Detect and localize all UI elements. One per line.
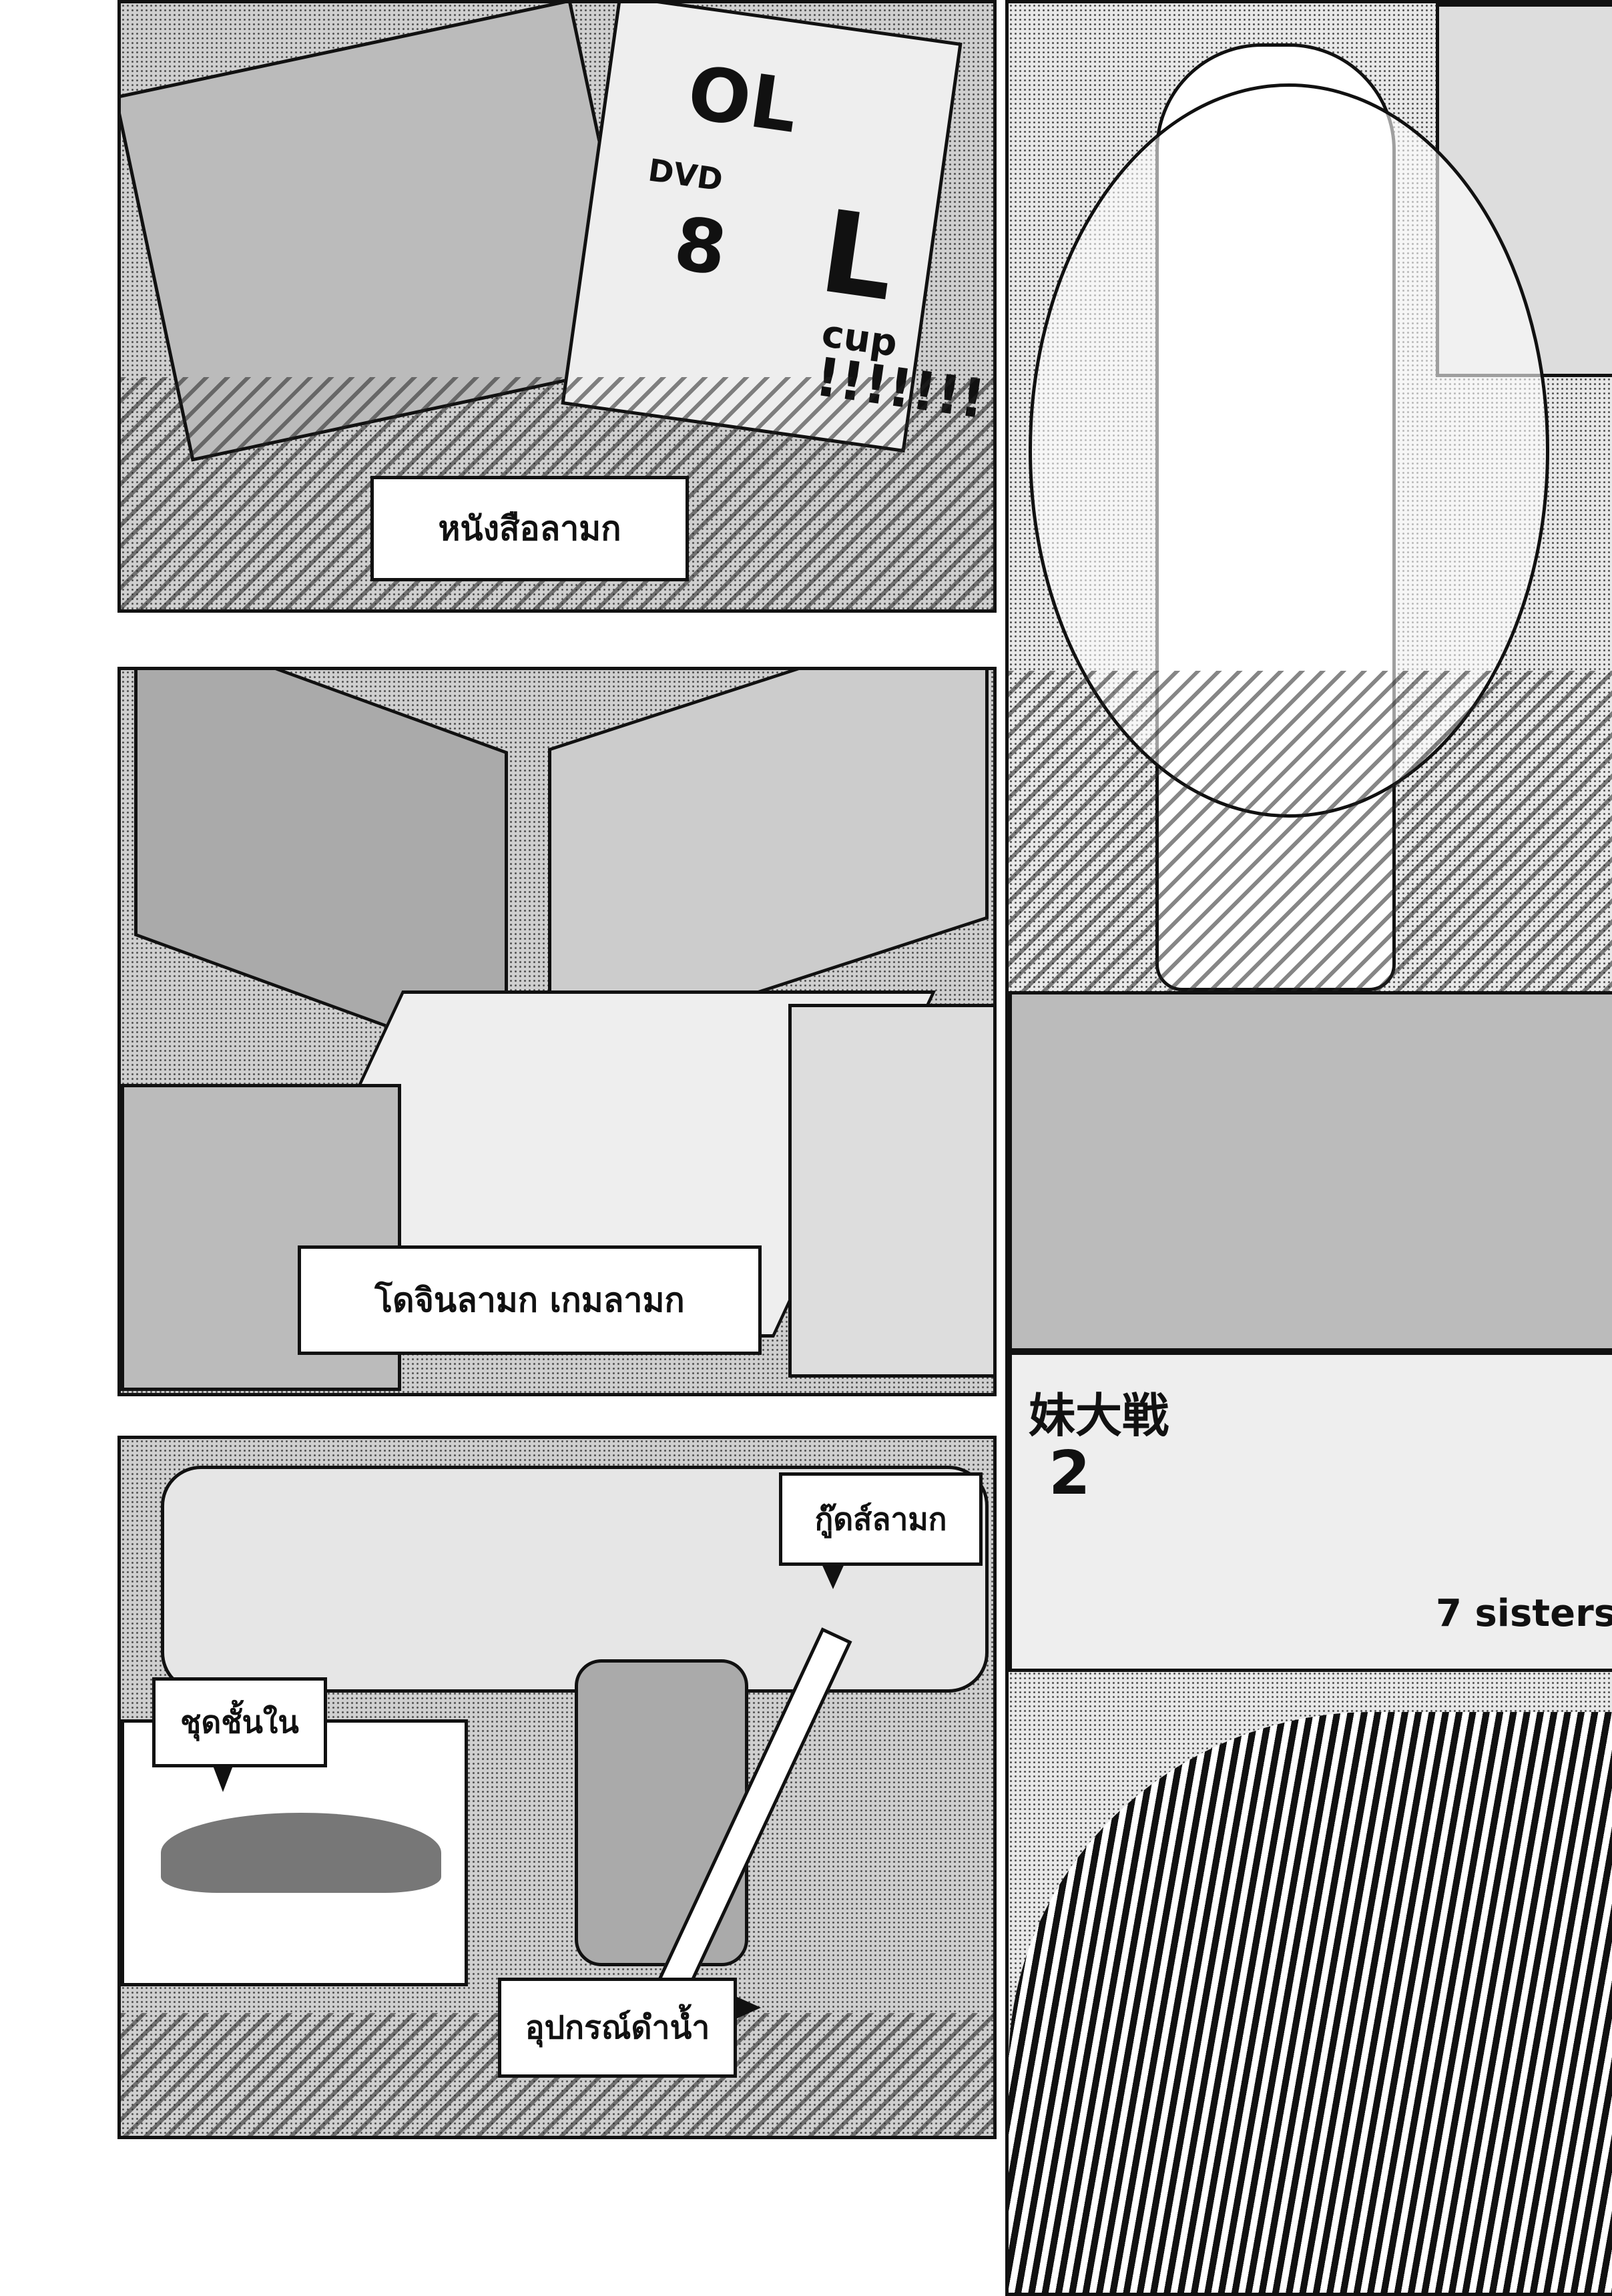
speech-bubble-diving-gear: อุปกรณ์ดำน้ำ bbox=[498, 1978, 737, 2078]
hair-foreground bbox=[1009, 1712, 1612, 2293]
art-imouto-taisen: 妹大戦 bbox=[1029, 1388, 1169, 1443]
snorkel-mask bbox=[575, 1659, 748, 1966]
underwear bbox=[161, 1813, 441, 1893]
art-seven-sisters: 7 sisters bbox=[1436, 1592, 1612, 1635]
speech-bubble-underwear: ชุดชั้นใน bbox=[152, 1677, 327, 1767]
game-boxes bbox=[1009, 991, 1612, 1352]
game-box-angel bbox=[788, 1004, 993, 1378]
floor bbox=[1009, 671, 1612, 991]
bubble-tail-diving-gear bbox=[734, 1996, 761, 2020]
game-spines bbox=[1009, 1352, 1612, 1672]
bubble-tail-goods bbox=[821, 1562, 845, 1589]
caption-books: หนังสือลามก bbox=[370, 476, 689, 581]
panel-books: OL DVD 8 L cup !!!!!!! bbox=[117, 0, 997, 613]
caption-doujin-games: โดจินลามก เกมลามก bbox=[298, 1245, 762, 1355]
panel-angel-room: 妹大戦 2 7 sisters bbox=[1005, 0, 1612, 2296]
art-ol: OL bbox=[682, 49, 803, 150]
bubble-tail-underwear bbox=[212, 1764, 234, 1792]
art-two: 2 bbox=[1049, 1438, 1091, 1508]
speech-bubble-goods: กู๊ดส์ลามก bbox=[779, 1472, 983, 1566]
